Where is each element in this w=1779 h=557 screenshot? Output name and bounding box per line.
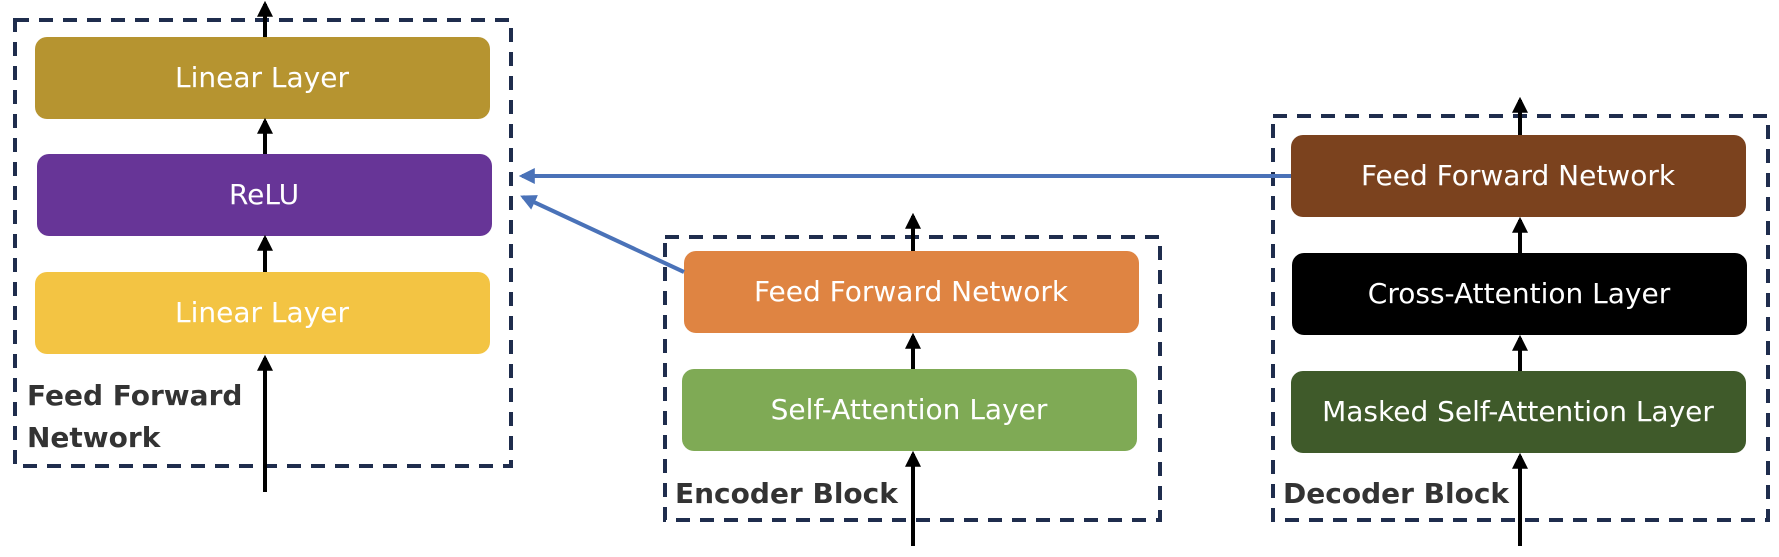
ffn-relu-label: ReLU	[229, 178, 299, 211]
encoder-ffn-label: Feed Forward Network	[754, 275, 1069, 308]
encoder-ffn-connector-arrow	[520, 195, 685, 274]
ffn-relu-box	[37, 154, 492, 236]
encoder-ffn-box	[684, 251, 1139, 333]
ffn-block: Linear Layer ReLU Linear Layer Feed Forw…	[13, 0, 513, 492]
decoder-masked-attention-label: Masked Self-Attention Layer	[1322, 395, 1714, 428]
ffn-linear-top-box	[35, 37, 490, 119]
encoder-self-attention-label: Self-Attention Layer	[771, 393, 1048, 426]
decoder-masked-attention-box	[1291, 371, 1746, 453]
encoder-self-attention-box	[682, 369, 1137, 451]
encoder-block: Feed Forward Network Self-Attention Laye…	[663, 212, 1162, 546]
decoder-ffn-label: Feed Forward Network	[1361, 159, 1676, 192]
encoder-block-label: Encoder Block	[675, 477, 899, 510]
decoder-block: Feed Forward Network Cross-Attention Lay…	[1271, 96, 1770, 546]
decoder-ffn-box	[1291, 135, 1746, 217]
decoder-cross-attention-label: Cross-Attention Layer	[1368, 277, 1671, 310]
decoder-cross-attention-box	[1292, 253, 1747, 335]
ffn-linear-bottom-box	[35, 272, 490, 354]
ffn-linear-bottom-label: Linear Layer	[175, 296, 349, 329]
decoder-block-label: Decoder Block	[1283, 477, 1510, 510]
ffn-block-label: Feed Forward Network	[27, 379, 252, 454]
ffn-linear-top-label: Linear Layer	[175, 61, 349, 94]
